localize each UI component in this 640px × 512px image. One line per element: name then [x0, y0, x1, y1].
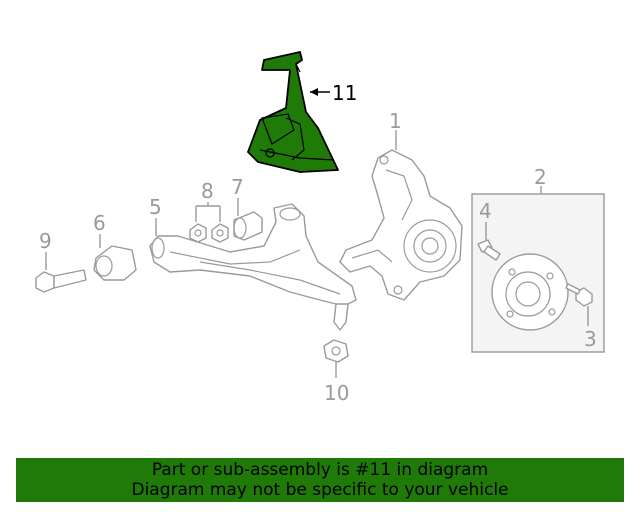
part-4-hub-bolt[interactable]: [477, 239, 501, 261]
part-9-bolt[interactable]: [35, 269, 87, 293]
callout-5: 5: [149, 195, 162, 219]
part-7-bushing[interactable]: [233, 211, 263, 241]
part-11-splash-shield[interactable]: [247, 51, 339, 173]
part-2-hub-bearing-assembly[interactable]: [471, 193, 605, 353]
callout-8: 8: [201, 179, 214, 203]
callout-9: 9: [39, 229, 52, 253]
callout-7: 7: [231, 175, 244, 199]
leader-11-arrow: [310, 88, 318, 96]
callout-11: 11: [332, 81, 357, 105]
part-6-bushing[interactable]: [93, 245, 137, 281]
callout-3: 3: [584, 327, 597, 351]
callout-4: 4: [479, 199, 492, 223]
part-8-nut-left[interactable]: [189, 223, 207, 243]
callout-2: 2: [534, 165, 547, 189]
callout-10: 10: [324, 381, 349, 405]
part-3-bolt[interactable]: [565, 283, 593, 307]
banner-line-1: Part or sub-assembly is #11 in diagram: [151, 460, 489, 480]
part-5-lower-control-arm[interactable]: [149, 203, 357, 331]
callout-1: 1: [389, 109, 402, 133]
callout-6: 6: [93, 211, 106, 235]
part-10-nut[interactable]: [323, 339, 349, 363]
banner-line-2: Diagram may not be specific to your vehi…: [131, 480, 509, 500]
parts-diagram: 11 1 2 4 3: [35, 51, 605, 405]
part-8-nut-right[interactable]: [211, 223, 229, 243]
part-1-knuckle[interactable]: [339, 149, 463, 301]
disclaimer-banner: Part or sub-assembly is #11 in diagram D…: [16, 458, 624, 502]
